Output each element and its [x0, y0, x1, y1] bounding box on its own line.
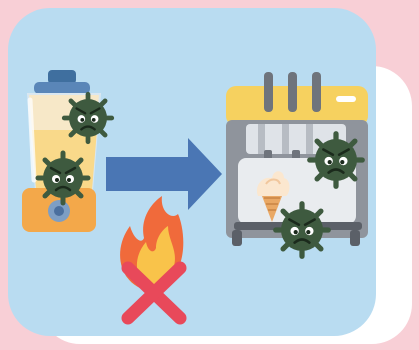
germ-icon: [38, 153, 88, 203]
germ-icon: [64, 94, 112, 142]
germ-icon: [276, 204, 329, 257]
germ-icon: [310, 134, 363, 187]
